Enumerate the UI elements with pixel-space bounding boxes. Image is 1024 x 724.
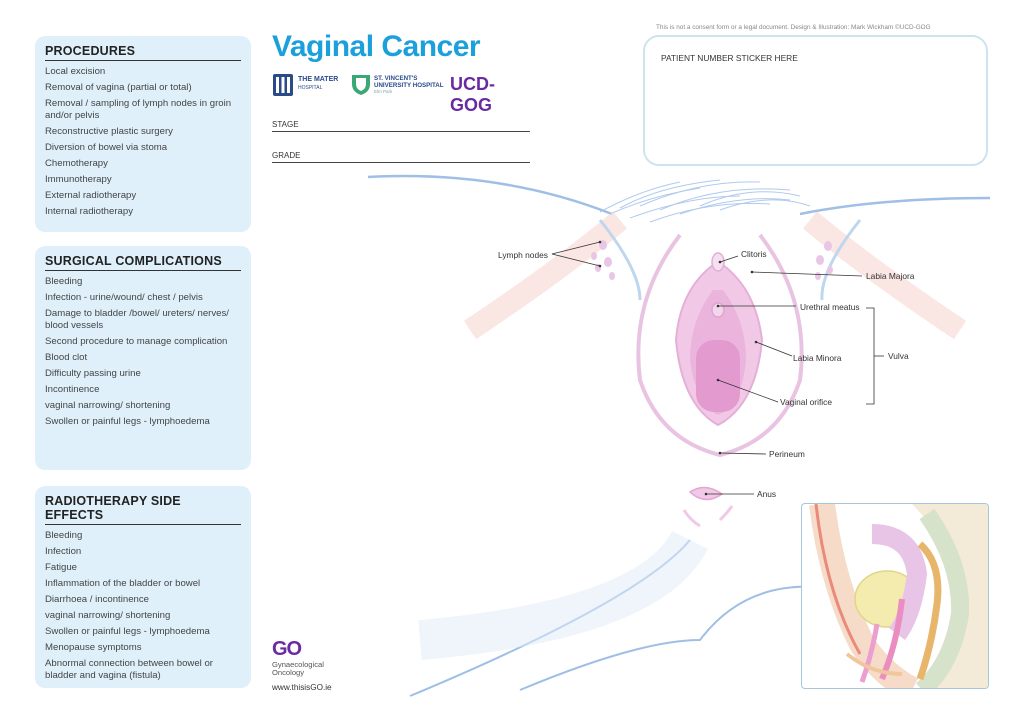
- patient-sticker-box[interactable]: PATIENT NUMBER STICKER HERE: [643, 35, 988, 166]
- list-item: vaginal narrowing/ shortening: [45, 400, 171, 411]
- list-item: Incontinence: [45, 384, 100, 395]
- pelvis-sagittal-icon: [809, 504, 988, 688]
- list-item: Infection: [45, 546, 82, 557]
- procedures-panel: PROCEDURES Local excision Removal of vag…: [35, 36, 251, 232]
- label-lymph-nodes: Lymph nodes: [498, 250, 548, 260]
- list-item: Abnormal connection between bowel or bla…: [45, 658, 213, 681]
- disclaimer: This is not a consent form or a legal do…: [656, 24, 931, 31]
- list-item: Local excision: [45, 66, 106, 77]
- list-item: Infection - urine/wound/ chest / pelvis: [45, 292, 203, 303]
- mater-name: THE MATER: [298, 76, 339, 83]
- label-vulva: Vulva: [888, 351, 909, 361]
- list-item: Difficulty passing urine: [45, 368, 141, 379]
- label-labia-majora: Labia Majora: [866, 271, 915, 281]
- stage-field[interactable]: STAGE: [272, 120, 530, 132]
- go-name: Gynaecological Oncology: [272, 660, 324, 677]
- page-title: Vaginal Cancer: [272, 30, 481, 63]
- list-item: Swollen or painful legs - lymphoedema: [45, 416, 210, 427]
- list-item: Bleeding: [45, 276, 83, 287]
- mater-sub: HOSPITAL: [298, 85, 323, 91]
- label-clitoris: Clitoris: [741, 249, 767, 259]
- list-item: Removal / sampling of lymph nodes in gro…: [45, 98, 232, 121]
- list-item: Chemotherapy: [45, 158, 108, 169]
- go-logo: GO Gynaecological Oncology www.thisisGO.…: [272, 638, 342, 692]
- label-vaginal-orifice: Vaginal orifice: [780, 397, 832, 407]
- list-item: External radiotherapy: [45, 190, 137, 201]
- list-item: Bleeding: [45, 530, 83, 541]
- patient-sticker-label: PATIENT NUMBER STICKER HERE: [661, 53, 798, 63]
- list-item: Reconstructive plastic surgery: [45, 126, 173, 137]
- list-item: Immunotherapy: [45, 174, 112, 185]
- go-url[interactable]: www.thisisGO.ie: [272, 683, 332, 692]
- label-perineum: Perineum: [769, 449, 805, 459]
- list-item: Damage to bladder /bowel/ ureters/ nerve…: [45, 308, 229, 331]
- list-item: Diarrhoea / incontinence: [45, 594, 149, 605]
- mater-crest-icon: [273, 74, 293, 96]
- list-item: Internal radiotherapy: [45, 206, 133, 217]
- svuh-name: ST. VINCENT'S UNIVERSITY HOSPITAL: [374, 75, 444, 89]
- go-mark: GO: [272, 638, 302, 660]
- complications-panel: SURGICAL COMPLICATIONS Bleeding Infectio…: [35, 246, 251, 470]
- radiotherapy-list: Bleeding Infection Fatigue Inflammation …: [45, 530, 241, 682]
- complications-title: SURGICAL COMPLICATIONS: [45, 254, 241, 271]
- complications-list: Bleeding Infection - urine/wound/ chest …: [45, 276, 241, 428]
- list-item: Diversion of bowel via stoma: [45, 142, 168, 153]
- svuh-logo: ST. VINCENT'S UNIVERSITY HOSPITAL Elm Pa…: [350, 72, 450, 98]
- list-item: Blood clot: [45, 352, 88, 363]
- radiotherapy-panel: RADIOTHERAPY SIDE EFFECTS Bleeding Infec…: [35, 486, 251, 688]
- label-urethral-meatus: Urethral meatus: [800, 302, 860, 312]
- list-item: vaginal narrowing/ shortening: [45, 610, 171, 621]
- list-item: Fatigue: [45, 562, 77, 573]
- list-item: Menopause symptoms: [45, 642, 142, 653]
- radiotherapy-title: RADIOTHERAPY SIDE EFFECTS: [45, 494, 241, 525]
- svuh-sub: Elm Park: [374, 89, 393, 94]
- sagittal-inset: [801, 503, 989, 689]
- list-item: Inflammation of the bladder or bowel: [45, 578, 201, 589]
- list-item: Second procedure to manage complication: [45, 336, 228, 347]
- ucd-gog-logo: UCD-GOG: [450, 74, 495, 115]
- label-anus: Anus: [757, 489, 776, 499]
- mater-logo: THE MATER HOSPITAL: [272, 72, 342, 98]
- procedures-title: PROCEDURES: [45, 44, 241, 61]
- list-item: Removal of vagina (partial or total): [45, 82, 192, 93]
- procedures-list: Local excision Removal of vagina (partia…: [45, 66, 241, 218]
- grade-field[interactable]: GRADE: [272, 151, 530, 163]
- list-item: Swollen or painful legs - lymphoedema: [45, 626, 210, 637]
- svuh-shield-icon: [352, 75, 370, 95]
- label-labia-minora: Labia Minora: [793, 353, 842, 363]
